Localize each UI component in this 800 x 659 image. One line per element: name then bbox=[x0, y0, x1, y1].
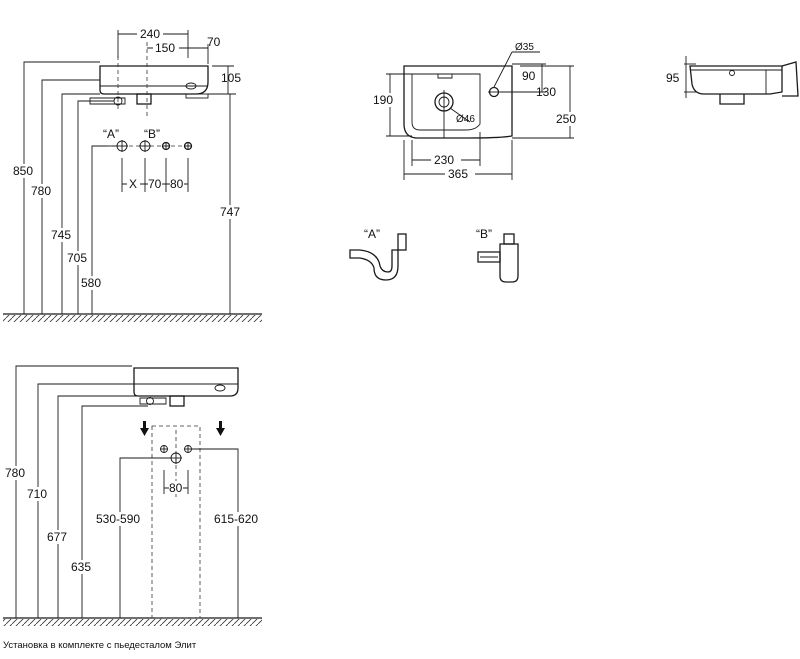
basin-outline-plan bbox=[403, 65, 513, 139]
siphon-a: “A” bbox=[349, 227, 407, 281]
dim-850: 850 bbox=[13, 164, 33, 178]
basin-side bbox=[689, 65, 783, 95]
dim-580: 580 bbox=[81, 276, 101, 290]
caption: Установка в комплекте с пьедесталом Элит bbox=[3, 640, 197, 651]
drain-side bbox=[719, 94, 745, 105]
dim-90: 90 bbox=[522, 69, 536, 83]
connector-b-label: “B” bbox=[144, 127, 160, 141]
spacing-x: X bbox=[129, 177, 137, 191]
bowl-outline-plan bbox=[411, 73, 481, 131]
dia-46: Ø46 bbox=[456, 114, 475, 125]
dim-95: 95 bbox=[666, 71, 680, 85]
basin-body-2 bbox=[133, 367, 239, 397]
dim-615-620: 615-620 bbox=[214, 512, 258, 526]
overflow-hole bbox=[185, 82, 197, 90]
dim-745: 745 bbox=[51, 228, 71, 242]
plan-view: Ø35 Ø46 90 130 190 250 230 365 bbox=[372, 42, 580, 181]
dim-780: 780 bbox=[31, 184, 51, 198]
dia-35: Ø35 bbox=[515, 42, 534, 53]
pedestal-outline bbox=[151, 425, 201, 619]
wall-mounted-elevation: 240 150 70 105 747 850 780 745 705 580 bbox=[3, 27, 262, 322]
drain-outlet bbox=[136, 93, 152, 105]
dim-150: 150 bbox=[155, 41, 175, 55]
dim-line-780-2 bbox=[15, 365, 132, 618]
dim-line-615-620 bbox=[192, 448, 239, 618]
dim-747: 747 bbox=[220, 205, 240, 219]
bracket-right bbox=[185, 93, 209, 99]
dim-635: 635 bbox=[71, 560, 91, 574]
dim-70: 70 bbox=[207, 35, 221, 49]
wall-bracket-side bbox=[781, 61, 799, 97]
dim-line-677 bbox=[57, 395, 138, 618]
basin-body bbox=[99, 65, 209, 95]
pedestal-elevation: 80 780 710 677 635 530-590 615-620 bbox=[3, 365, 263, 626]
dim-365: 365 bbox=[448, 167, 468, 181]
dim-250: 250 bbox=[556, 112, 576, 126]
connector-a-label: “A” bbox=[103, 127, 119, 141]
bracket-left bbox=[89, 97, 126, 105]
dim-230: 230 bbox=[434, 153, 454, 167]
siphon-b: “B” bbox=[476, 227, 519, 283]
dim-line-705 bbox=[77, 100, 114, 314]
dim-line-780 bbox=[41, 79, 100, 314]
dim-line-850 bbox=[23, 61, 100, 314]
dim-710: 710 bbox=[27, 487, 47, 501]
arrow-left-down bbox=[140, 421, 149, 436]
dim-530-590: 530-590 bbox=[96, 512, 140, 526]
spacing-80-2: 80 bbox=[169, 481, 183, 495]
dim-677: 677 bbox=[47, 530, 67, 544]
arrow-right-down bbox=[216, 421, 225, 436]
dim-line-635 bbox=[81, 405, 148, 618]
dim-190: 190 bbox=[373, 93, 393, 107]
dim-line-710 bbox=[37, 383, 134, 618]
dim-705: 705 bbox=[67, 251, 87, 265]
siphon-b-label: “B” bbox=[476, 227, 492, 241]
dim-130: 130 bbox=[536, 85, 556, 99]
dim-105: 105 bbox=[221, 71, 241, 85]
side-view: 95 bbox=[666, 56, 799, 105]
dim-line-530-590 bbox=[119, 457, 170, 618]
siphon-a-label: “A” bbox=[364, 227, 380, 241]
dim-780-2: 780 bbox=[5, 466, 25, 480]
floor-hatch-2 bbox=[3, 619, 262, 626]
dim-240: 240 bbox=[140, 27, 160, 41]
spacing-80: 80 bbox=[170, 177, 184, 191]
spacing-70: 70 bbox=[148, 177, 162, 191]
floor-hatch bbox=[3, 315, 262, 322]
